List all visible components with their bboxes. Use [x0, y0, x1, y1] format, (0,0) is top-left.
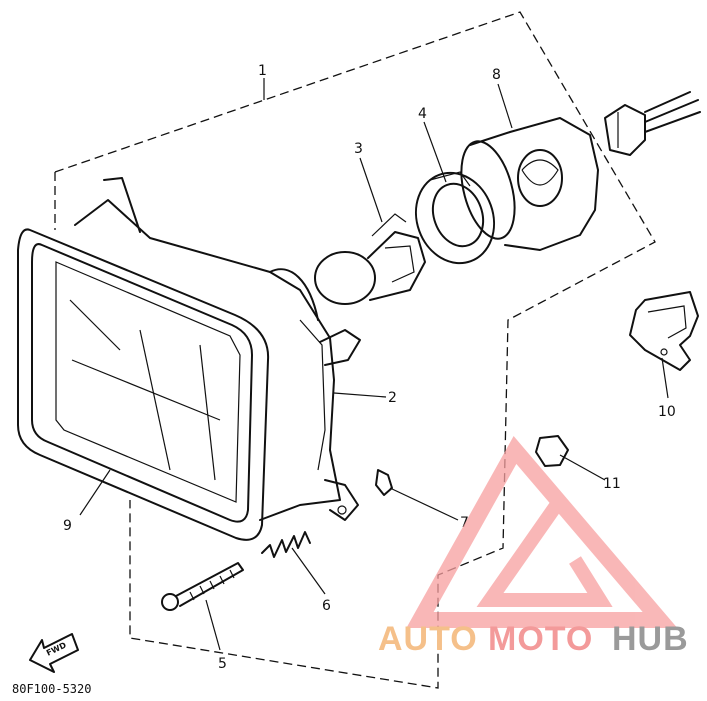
headlight-lens [17, 228, 270, 541]
drawing-code: 80F100-5320 [12, 682, 91, 696]
part-label-8: 8 [492, 67, 501, 83]
adjusting-screw [161, 562, 244, 611]
watermark-hub: HUB [612, 620, 689, 658]
part-label-9: 9 [63, 518, 72, 534]
mounting-clip [629, 291, 699, 371]
headlight-housing [74, 177, 361, 521]
part-label-5: 5 [218, 656, 227, 672]
small-clip [535, 435, 569, 467]
headlight-bulb [314, 213, 426, 305]
watermark-auto: AUTO [378, 620, 478, 658]
part-label-10: 10 [658, 404, 676, 420]
part-labels: 1 2 3 4 5 6 7 8 9 10 11 [63, 63, 676, 672]
part-label-6: 6 [322, 598, 331, 614]
wire-connector [604, 91, 701, 156]
part-label-4: 4 [418, 106, 427, 122]
fwd-label: FWD [45, 640, 68, 657]
forward-arrow-icon: FWD [29, 633, 79, 673]
part-label-1: 1 [258, 63, 267, 79]
rubber-boot [460, 117, 599, 251]
watermark-text: AUTO MOTO HUB [378, 620, 689, 658]
watermark-logo-icon [406, 436, 678, 628]
spring [261, 531, 311, 558]
part-label-3: 3 [354, 141, 363, 157]
part-label-2: 2 [388, 390, 397, 406]
leader-lines [79, 78, 669, 651]
part-label-11: 11 [603, 476, 621, 492]
watermark-moto: MOTO [488, 620, 593, 658]
bulb-holder [414, 171, 496, 265]
part-label-7: 7 [460, 515, 469, 531]
nut [375, 469, 393, 496]
assembly-boundary [54, 11, 656, 689]
